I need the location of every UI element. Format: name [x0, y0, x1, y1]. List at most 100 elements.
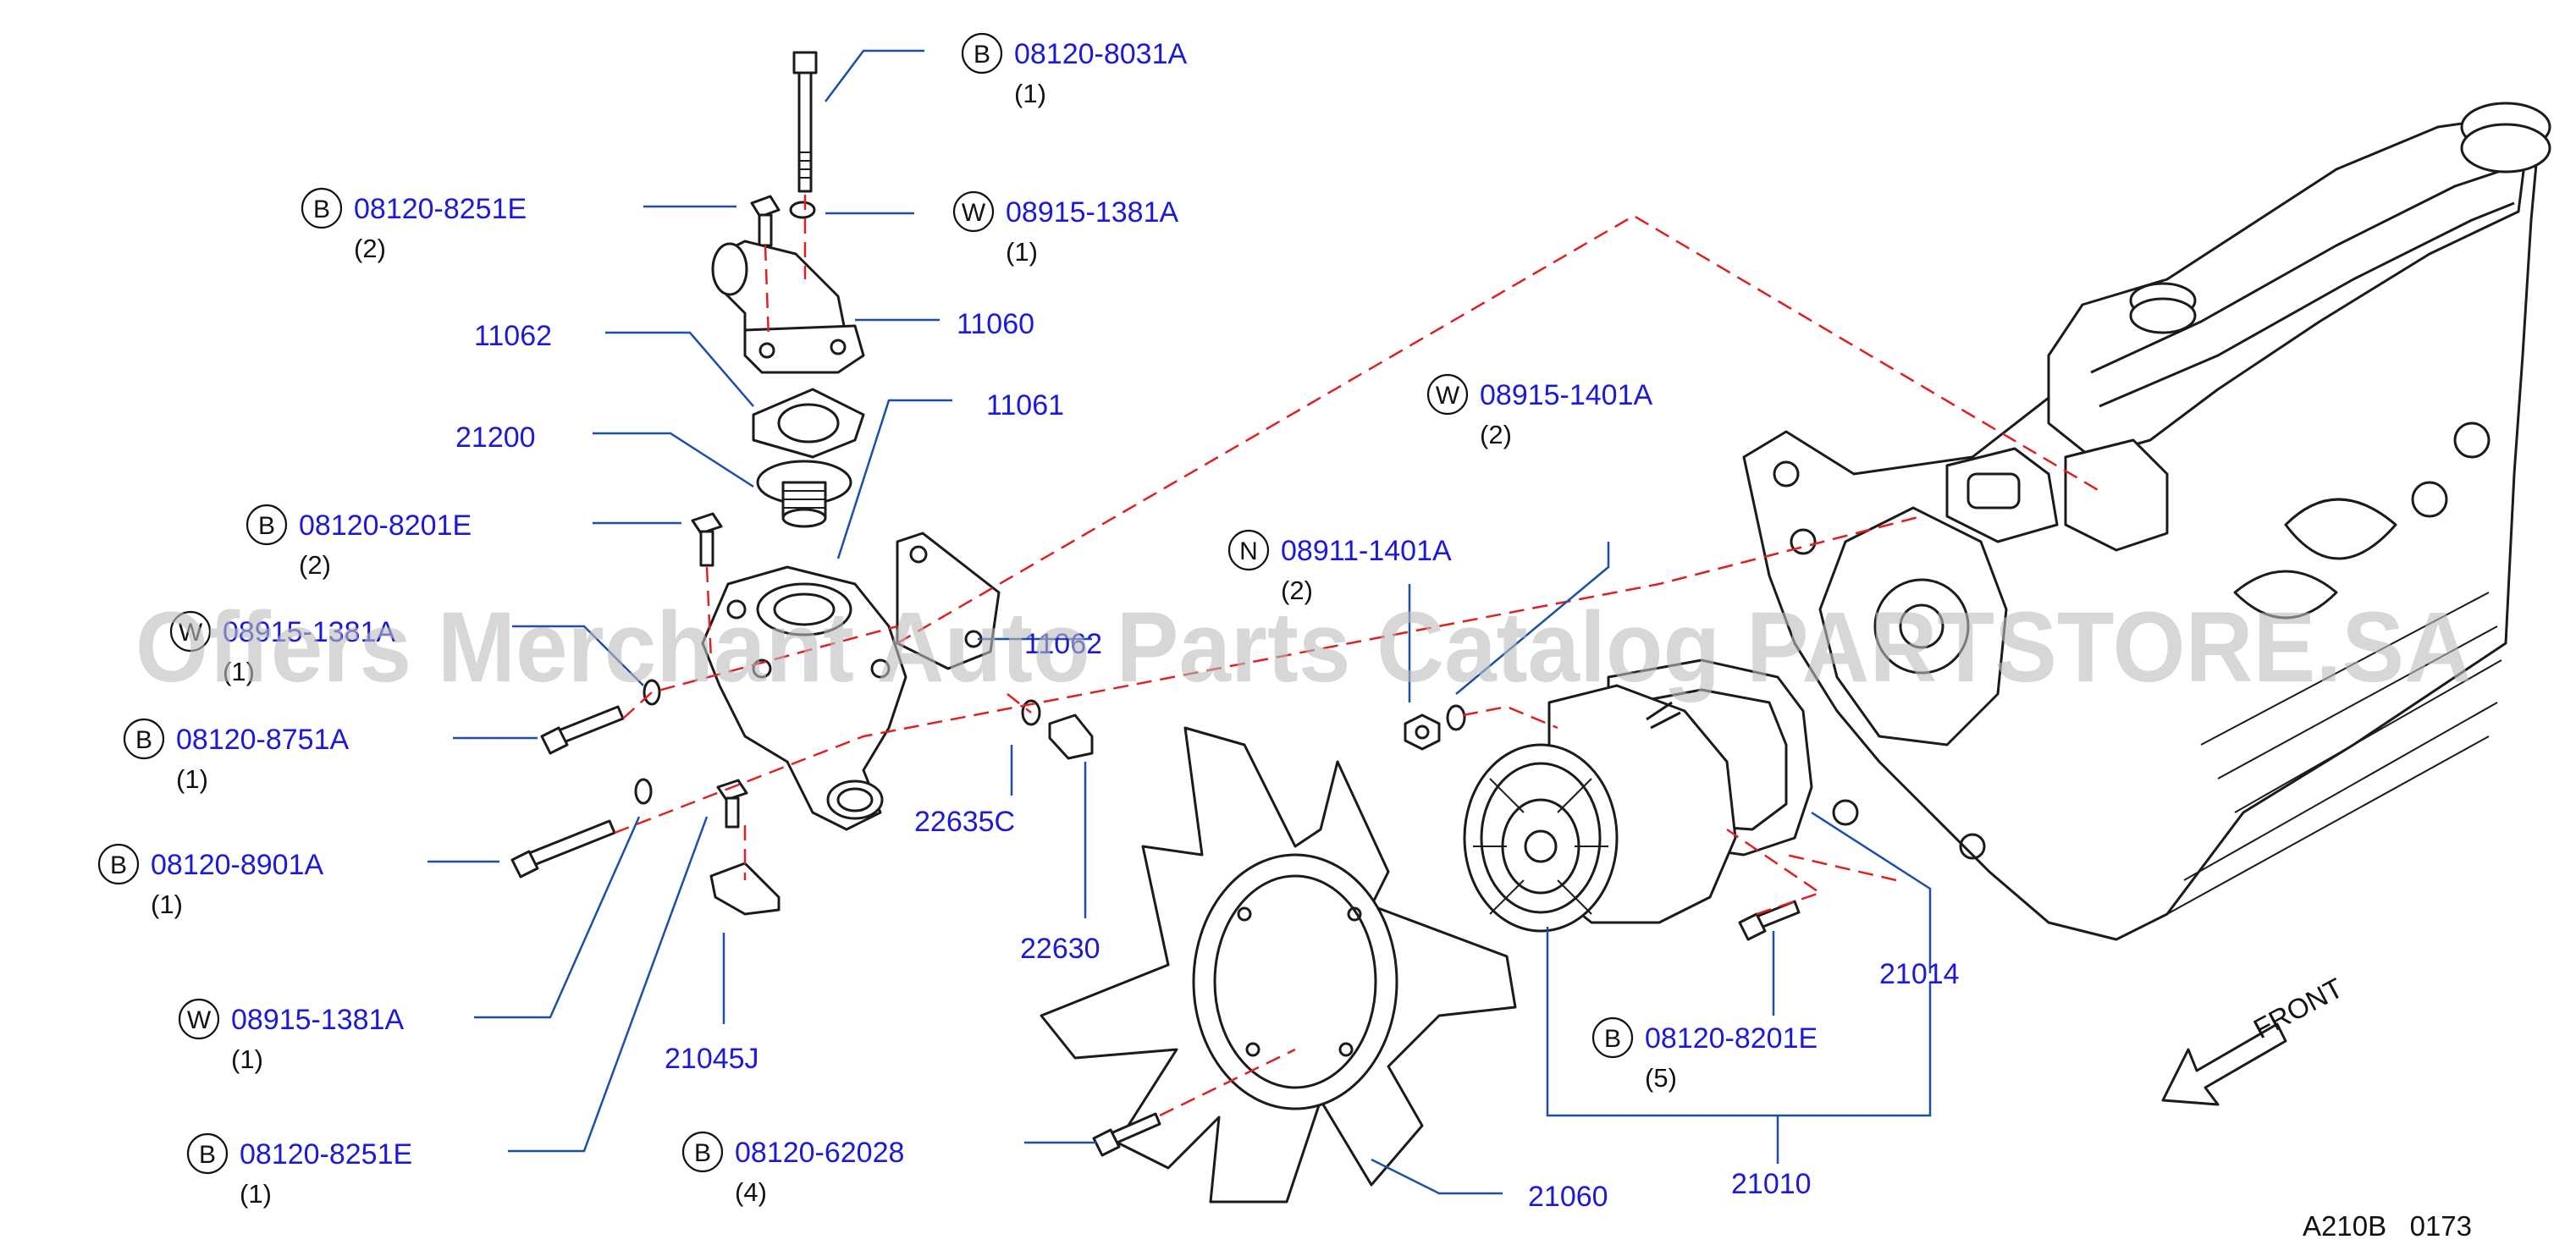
- part-callout: W 08915-1401A (2): [1426, 373, 1653, 449]
- callout-letter: B: [199, 1141, 216, 1169]
- callout-circle: [961, 32, 1003, 74]
- part-number: 08120-8201E: [1645, 1022, 1818, 1055]
- callout-circle: [1426, 373, 1469, 416]
- part-quantity: (1): [223, 657, 255, 686]
- part-number: 21060: [1528, 1181, 1608, 1213]
- part-number: 08915-1381A: [231, 1004, 405, 1036]
- part-quantity: (2): [1480, 420, 1512, 449]
- callout-letter: B: [694, 1139, 711, 1167]
- part-number: 21014: [1879, 958, 1960, 990]
- leader-lines: [427, 49, 1932, 1195]
- callout-letter: B: [135, 726, 152, 754]
- nut-washer-drawing: [1404, 704, 1466, 751]
- part-callout: 11061: [986, 389, 1064, 421]
- part-callout: B 08120-8251E (1): [186, 1132, 412, 1209]
- part-callout: 11060: [957, 308, 1034, 340]
- fan-bolt-drawing: [1092, 1112, 1161, 1157]
- callout-letter: B: [313, 196, 330, 223]
- pump-bolt-drawing: [1738, 900, 1801, 941]
- part-callout: W 08915-1381A (1): [169, 610, 396, 686]
- part-quantity: (4): [735, 1177, 767, 1207]
- part-number: 08120-8201E: [299, 510, 472, 542]
- part-callout: 21010: [1731, 1168, 1812, 1200]
- callout-letter: B: [974, 41, 990, 69]
- part-number: 08911-1401A: [1281, 535, 1452, 567]
- thermostat-housing-drawing: [510, 51, 1094, 916]
- callout-circle: [123, 718, 165, 760]
- part-number: 08120-62028: [735, 1137, 904, 1169]
- part-quantity: (2): [1281, 576, 1313, 605]
- callout-circle: [186, 1132, 229, 1175]
- part-callout: 21060: [1528, 1181, 1608, 1213]
- callout-letter: B: [1604, 1025, 1621, 1053]
- part-callout: B 08120-8751A (1): [123, 718, 350, 794]
- part-callout: B 08120-8201E (5): [1591, 1016, 1818, 1093]
- watermark-text: Offers Merchant Auto Parts Catalog PARTS…: [135, 592, 2472, 703]
- part-quantity: (1): [176, 764, 208, 794]
- part-number: 08915-1381A: [223, 616, 396, 648]
- callout-letter: W: [187, 1006, 212, 1034]
- fan-drawing: [1040, 726, 1517, 1204]
- part-number: 08120-8251E: [240, 1138, 412, 1171]
- part-quantity: (1): [1014, 79, 1046, 108]
- engine-block-drawing: [1742, 102, 2551, 941]
- callout-letter: W: [1436, 382, 1460, 410]
- part-number: 11060: [957, 308, 1034, 340]
- callout-circle: [681, 1131, 724, 1173]
- part-callout: 22630: [1020, 933, 1100, 965]
- part-callout: 11062: [474, 320, 552, 352]
- part-callout: 21200: [455, 421, 536, 454]
- part-number: 21200: [455, 421, 536, 454]
- front-arrow-icon: [2161, 1022, 2287, 1106]
- part-number: 11062: [474, 320, 552, 352]
- callout-circle: [1591, 1016, 1634, 1059]
- part-quantity: (1): [1006, 237, 1038, 267]
- callout-circle: [301, 187, 343, 229]
- callout-circle: [178, 998, 220, 1040]
- callout-circle: [169, 610, 212, 653]
- part-quantity: (1): [151, 890, 183, 919]
- part-callout: B 08120-8251E (2): [301, 187, 527, 263]
- part-number: 08120-8251E: [354, 193, 527, 225]
- part-number: 08120-8751A: [176, 724, 350, 756]
- callout-letter: B: [110, 851, 127, 879]
- part-quantity: (5): [1645, 1063, 1677, 1093]
- part-number: 11061: [986, 389, 1064, 421]
- callout-circle: [245, 504, 288, 546]
- part-number: 22635C: [914, 806, 1015, 838]
- part-callout: 22635C: [914, 806, 1015, 838]
- part-callout: N 08911-1401A (2): [1227, 529, 1452, 605]
- part-number: 08915-1401A: [1480, 379, 1653, 411]
- callout-letter: W: [179, 619, 203, 647]
- part-number: 22630: [1020, 933, 1100, 965]
- part-labels: B 08120-8031A (1) B 08120-8251E (2) W 08915-138…: [97, 32, 1960, 1213]
- callout-circle: [952, 190, 995, 233]
- water-pump-drawing: [1463, 658, 1813, 933]
- part-quantity: (2): [354, 234, 386, 263]
- part-number: 21045J: [665, 1043, 759, 1075]
- part-quantity: (1): [231, 1044, 263, 1074]
- part-callout: W 08915-1381A (1): [178, 998, 405, 1074]
- part-number: 21010: [1731, 1168, 1812, 1200]
- callout-letter: W: [962, 199, 986, 227]
- part-callout: W 08915-1381A (1): [952, 190, 1179, 267]
- part-number: 08120-8031A: [1014, 38, 1188, 70]
- callout-letter: B: [258, 512, 275, 540]
- part-number: 11062: [1024, 628, 1102, 660]
- part-callout: B 08120-8901A (1): [97, 843, 324, 919]
- part-number: 08915-1381A: [1006, 196, 1179, 229]
- part-callout: 21014: [1879, 958, 1960, 990]
- part-callout: B 08120-8201E (2): [245, 504, 472, 580]
- part-callout: 11062: [1024, 628, 1102, 660]
- callout-letter: N: [1239, 537, 1258, 565]
- part-number: 08120-8901A: [151, 849, 324, 881]
- diagram-code: A210B 0173: [2303, 1210, 2472, 1242]
- front-label: FRONT: [2248, 972, 2348, 1044]
- alignment-lines: [614, 195, 2100, 1117]
- callout-circle: [1227, 529, 1270, 571]
- part-callout: 21045J: [665, 1043, 759, 1075]
- part-quantity: (1): [240, 1179, 272, 1209]
- part-quantity: (2): [299, 550, 331, 580]
- part-callout: B 08120-8031A (1): [961, 32, 1188, 108]
